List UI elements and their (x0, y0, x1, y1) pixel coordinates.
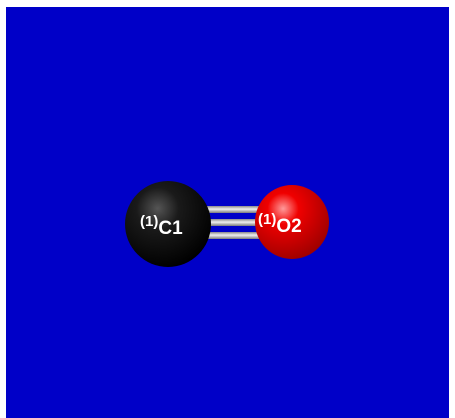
bond-line-2 (202, 219, 266, 226)
molecule-viewer[interactable]: (1)C1 (1)O2 (6, 7, 449, 418)
bond-line-1 (202, 206, 266, 213)
molecule-scene[interactable]: (1)C1 (1)O2 (6, 7, 449, 418)
atom-c1-isotope: (1) (140, 213, 158, 230)
bond-c1-o2[interactable] (202, 206, 266, 239)
atom-o2-sphere (255, 185, 329, 259)
atom-o2[interactable]: (1)O2 (255, 185, 329, 259)
atom-o2-symbol: O2 (276, 216, 301, 237)
atom-c1-sphere (125, 181, 211, 267)
atom-o2-label: (1)O2 (258, 211, 302, 237)
atom-c1[interactable]: (1)C1 (125, 181, 211, 267)
atom-c1-symbol: C1 (158, 218, 183, 239)
atom-o2-isotope: (1) (258, 211, 276, 228)
atom-c1-label: (1)C1 (140, 213, 183, 239)
bond-line-3 (202, 232, 266, 239)
